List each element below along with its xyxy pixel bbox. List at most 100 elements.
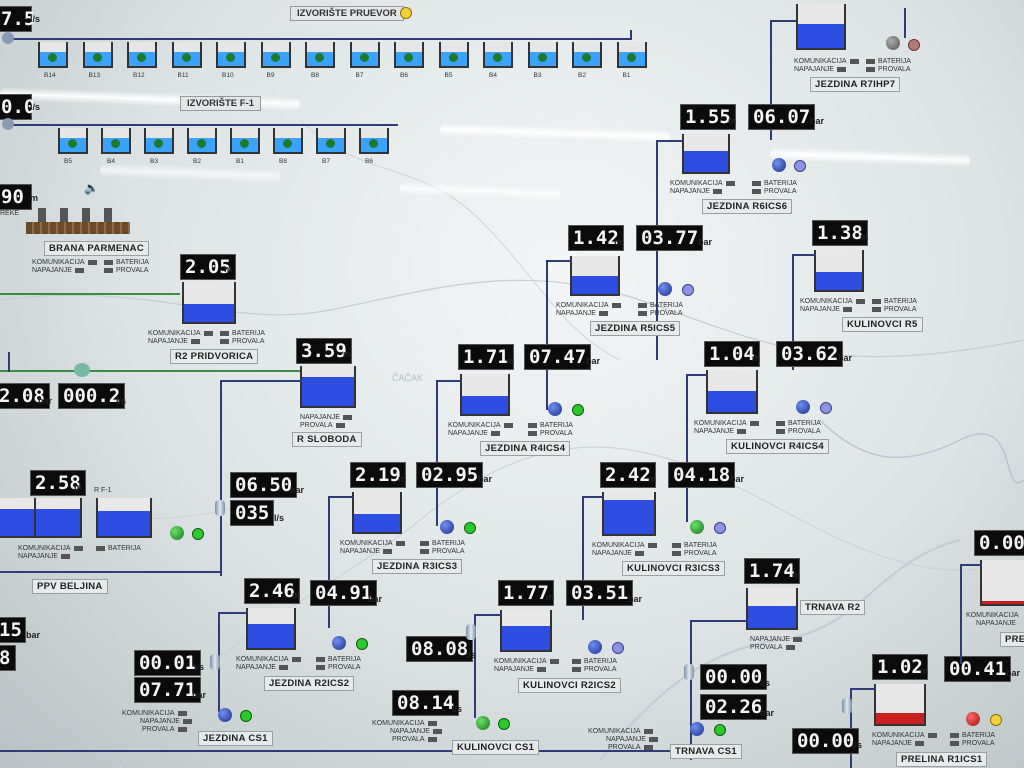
valve-icon[interactable] <box>210 654 220 670</box>
pre-tank[interactable] <box>980 560 1024 606</box>
valve-icon[interactable] <box>2 32 14 44</box>
source-well-cell[interactable] <box>305 42 335 68</box>
valve-icon[interactable] <box>2 118 14 130</box>
pump-icon[interactable] <box>796 400 810 414</box>
kulinovci-r3ics3-tank[interactable] <box>602 492 656 536</box>
station-name-kulinovci-cs1[interactable]: KULINOVCI CS1 <box>452 740 540 755</box>
station-name-r2ics2[interactable]: JEZDINA R2ICS2 <box>264 676 355 691</box>
station-name-r5ics5[interactable]: JEZDINA R5ICS5 <box>590 321 681 336</box>
station-name-kulinovci-r5[interactable]: KULINOVCI R5 <box>842 317 923 332</box>
valve-icon[interactable] <box>215 500 225 516</box>
source-well-cell[interactable] <box>616 42 647 68</box>
station-name-jezdina-cs1[interactable]: JEZDINA CS1 <box>198 731 273 746</box>
station-name-pre[interactable]: PRE <box>1000 632 1024 647</box>
ppv-beljina-tank-a[interactable] <box>0 498 36 538</box>
source-well-cell[interactable] <box>127 42 157 68</box>
left-flow-1-unit: l/s <box>30 14 41 24</box>
status-indicator-icon <box>682 284 694 296</box>
source-well-cell[interactable] <box>483 42 513 68</box>
station-name-r6ics6[interactable]: JEZDINA R6ICS6 <box>702 199 793 214</box>
source-well-cell[interactable] <box>260 42 291 68</box>
source-well-cell[interactable] <box>82 42 113 68</box>
valve-icon[interactable] <box>466 624 476 640</box>
station-name-kulinovci-r2ics2[interactable]: KULINOVCI R2ICS2 <box>518 678 621 693</box>
source-well-cell[interactable] <box>438 42 469 68</box>
source-well-cell[interactable] <box>230 128 260 154</box>
r-sloboda-tank[interactable] <box>300 366 356 408</box>
r4ics4-tank[interactable] <box>460 374 510 416</box>
station-name-r3ics3[interactable]: JEZDINA R3ICS3 <box>372 559 463 574</box>
source-well-cell[interactable] <box>144 128 174 154</box>
valve-icon[interactable] <box>842 698 852 714</box>
r2-pridvorica-tank[interactable] <box>182 282 236 324</box>
source-well-cell[interactable] <box>527 42 558 68</box>
source-well-cell[interactable] <box>171 42 202 68</box>
source-well-cell[interactable] <box>572 42 602 68</box>
pipe <box>792 254 816 256</box>
kulinovci-r2ics2-tank[interactable] <box>500 610 552 652</box>
unit-bar: bar <box>698 237 713 247</box>
pipe <box>686 374 708 376</box>
station-name-r7ihp7[interactable]: JEZDINA R7IHP7 <box>810 77 901 92</box>
station-name-r2-pridvorica[interactable]: R2 PRIDVORICA <box>170 349 259 364</box>
warning-indicator-icon[interactable] <box>400 7 412 19</box>
warning-indicator-icon[interactable] <box>990 714 1002 726</box>
status-provala: PROVALA <box>866 66 911 74</box>
pump-icon[interactable] <box>548 402 562 416</box>
source-well-cell[interactable] <box>101 128 131 154</box>
ppv-beljina-tank-b[interactable] <box>34 498 82 538</box>
source-well-cell[interactable] <box>359 128 389 154</box>
prelina-tank[interactable] <box>874 684 926 726</box>
valve-icon[interactable] <box>684 664 694 680</box>
station-name-r4ics4[interactable]: JEZDINA R4ICS4 <box>480 441 571 456</box>
kulinovci-r5-tank[interactable] <box>814 250 864 292</box>
source-well-cell[interactable] <box>394 42 424 68</box>
prelina-flow-display: 00.00 <box>792 728 860 754</box>
status-komunikacija: KOMUNIKACIJA <box>694 420 759 428</box>
r2ics2-tank[interactable] <box>246 608 296 650</box>
source-well-cell[interactable] <box>38 42 68 68</box>
source-well-cell[interactable] <box>187 128 217 154</box>
status-provala: PROVALA <box>316 664 361 672</box>
well-label: B1 <box>236 158 244 165</box>
pump-icon[interactable] <box>440 520 454 534</box>
pump-icon[interactable] <box>690 520 704 534</box>
kulinovci-r4ics4-tank[interactable] <box>706 370 758 414</box>
station-name-kulinovci-r3ics3[interactable]: KULINOVCI R3ICS3 <box>622 561 725 576</box>
left-flow-2-unit: l/s <box>30 102 41 112</box>
source-well-cell[interactable] <box>58 128 88 154</box>
r3ics3-tank[interactable] <box>352 492 402 534</box>
speaker-icon[interactable]: 🔈 <box>84 181 99 195</box>
pump-icon[interactable] <box>218 708 232 722</box>
pump-icon[interactable] <box>588 640 602 654</box>
pump-icon[interactable] <box>476 716 490 730</box>
pump-icon[interactable] <box>966 712 980 726</box>
rf1-tank[interactable] <box>96 498 152 538</box>
source-well-cell[interactable] <box>349 42 380 68</box>
station-name-brana[interactable]: BRANA PARMENAC <box>44 241 149 256</box>
trnava-r2-tank[interactable] <box>746 588 798 630</box>
r6ics6-tank[interactable] <box>682 134 730 174</box>
station-name-kulinovci-r4ics4[interactable]: KULINOVCI R4ICS4 <box>726 439 829 454</box>
valve-icon[interactable] <box>74 363 90 377</box>
pump-icon[interactable] <box>886 36 900 50</box>
status-indicator-icon <box>498 718 510 730</box>
source-well-cell[interactable] <box>216 42 246 68</box>
pump-icon[interactable] <box>170 526 184 540</box>
pump-icon[interactable] <box>332 636 346 650</box>
source-well-cell[interactable] <box>316 128 346 154</box>
well-pump-icon <box>197 139 206 148</box>
pump-icon[interactable] <box>690 722 704 736</box>
kulinovci-r4ics4-pressure-display: 03.62 <box>776 341 844 367</box>
r7ihp7-tank[interactable] <box>796 4 846 50</box>
r5ics5-tank[interactable] <box>570 256 620 296</box>
station-name-prelina[interactable]: PRELINA R1ICS1 <box>896 752 988 767</box>
station-name-trnava-r2[interactable]: TRNAVA R2 <box>800 600 866 615</box>
pump-icon[interactable] <box>772 158 786 172</box>
station-name-trnava-cs1[interactable]: TRNAVA CS1 <box>670 744 742 759</box>
station-name-r-sloboda[interactable]: R SLOBODA <box>292 432 362 447</box>
well-pump-icon <box>181 53 191 62</box>
source-well-cell[interactable] <box>273 128 303 154</box>
station-name-ppv-beljina[interactable]: PPV BELJINA <box>32 579 108 594</box>
pump-icon[interactable] <box>658 282 672 296</box>
